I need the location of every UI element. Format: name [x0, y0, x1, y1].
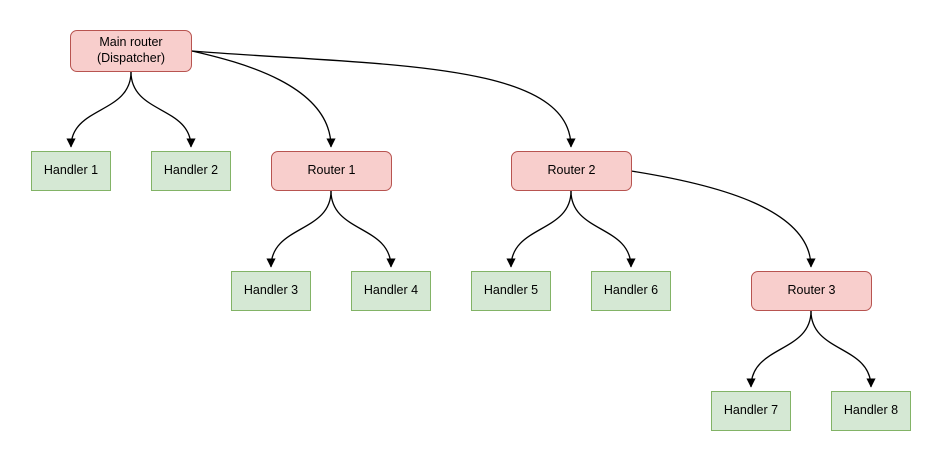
node-label-router-1: Router 1 [307, 163, 356, 178]
node-router-1: Router 1 [271, 151, 392, 191]
node-label-handler-5: Handler 5 [483, 283, 539, 298]
edge-router-3-to-handler-7 [746, 310, 812, 388]
node-label-handler-7: Handler 7 [723, 403, 779, 418]
edge-main-router-to-handler-2 [130, 71, 196, 148]
node-handler-2: Handler 2 [151, 151, 231, 191]
node-handler-8: Handler 8 [831, 391, 911, 431]
edge-router-3-to-handler-8 [810, 310, 876, 388]
edge-router-1-to-handler-4 [330, 190, 396, 268]
edge-main-router-to-handler-1 [66, 71, 132, 148]
node-handler-7: Handler 7 [711, 391, 791, 431]
node-label-handler-3: Handler 3 [243, 283, 299, 298]
node-label-handler-2: Handler 2 [163, 163, 219, 178]
node-label-main-router: Main router (Dispatcher) [96, 35, 166, 65]
edge-router-1-to-handler-3 [266, 190, 332, 268]
node-router-2: Router 2 [511, 151, 632, 191]
edge-router-2-to-handler-6 [570, 190, 636, 268]
node-label-handler-4: Handler 4 [363, 283, 419, 298]
edges-group [66, 50, 876, 388]
node-handler-3: Handler 3 [231, 271, 311, 311]
edge-router-2-to-router-3 [630, 170, 816, 268]
edge-router-2-to-handler-5 [506, 190, 572, 268]
node-handler-1: Handler 1 [31, 151, 111, 191]
node-label-handler-1: Handler 1 [43, 163, 99, 178]
node-handler-4: Handler 4 [351, 271, 431, 311]
node-label-router-3: Router 3 [787, 283, 836, 298]
node-label-handler-6: Handler 6 [603, 283, 659, 298]
node-handler-6: Handler 6 [591, 271, 671, 311]
node-label-handler-8: Handler 8 [843, 403, 899, 418]
node-main-router: Main router (Dispatcher) [70, 30, 192, 72]
edge-main-router-to-router-1 [191, 50, 336, 148]
node-label-router-2: Router 2 [547, 163, 596, 178]
edge-main-router-to-router-2 [191, 50, 576, 148]
node-handler-5: Handler 5 [471, 271, 551, 311]
node-router-3: Router 3 [751, 271, 872, 311]
